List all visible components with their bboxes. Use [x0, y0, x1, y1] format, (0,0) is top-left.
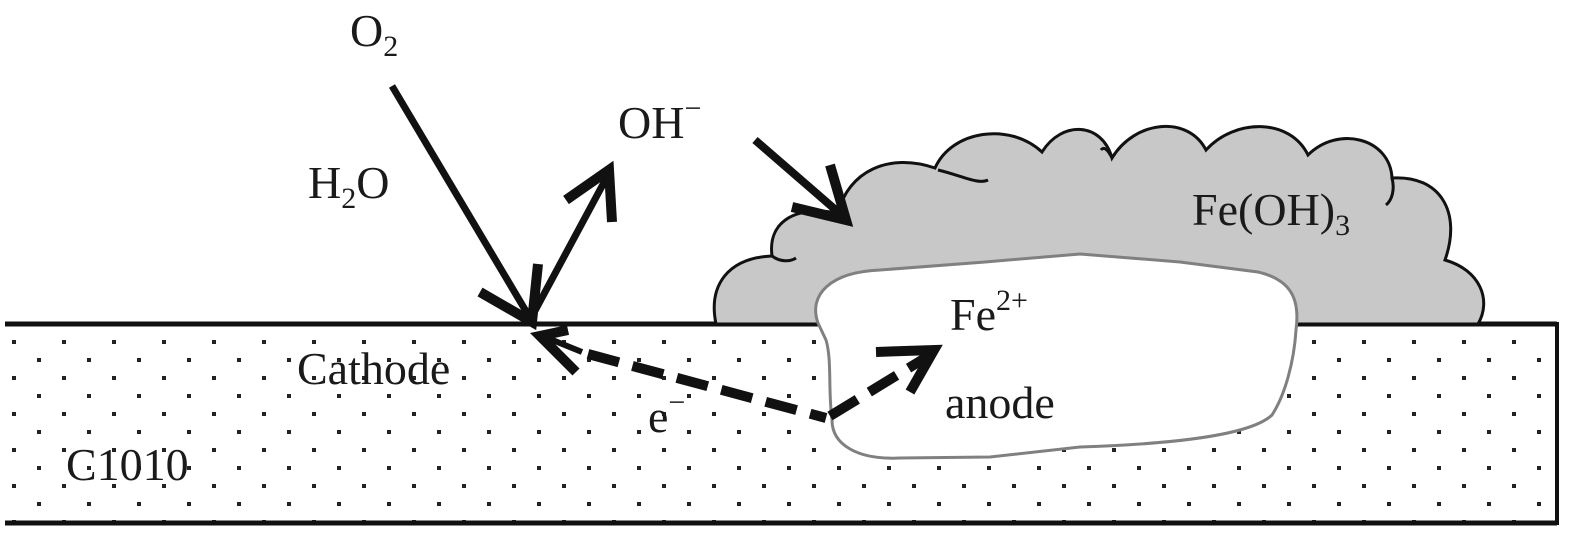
steel-substrate: [5, 321, 1559, 526]
o2-arrow: [388, 84, 543, 331]
dot-pattern: [5, 323, 1557, 523]
oh-out-arrow: [526, 160, 617, 322]
cloud-notches: [771, 146, 1395, 263]
electron-path: [529, 325, 943, 423]
feoh3-label: Fe(OH)3: [1192, 184, 1350, 242]
material-label: C1010: [66, 439, 189, 490]
anode-label: anode: [945, 377, 1055, 428]
electron-label: e−: [648, 386, 685, 442]
oh-to-rust-arrow: [752, 136, 854, 227]
o2-label: O2: [350, 5, 398, 63]
cathode-label: Cathode: [297, 343, 450, 394]
fe2-label: Fe2+: [950, 284, 1028, 340]
h2o-label: H2O: [308, 157, 389, 215]
anode-pit: [814, 252, 1299, 460]
oh-label: OH−: [618, 92, 701, 148]
